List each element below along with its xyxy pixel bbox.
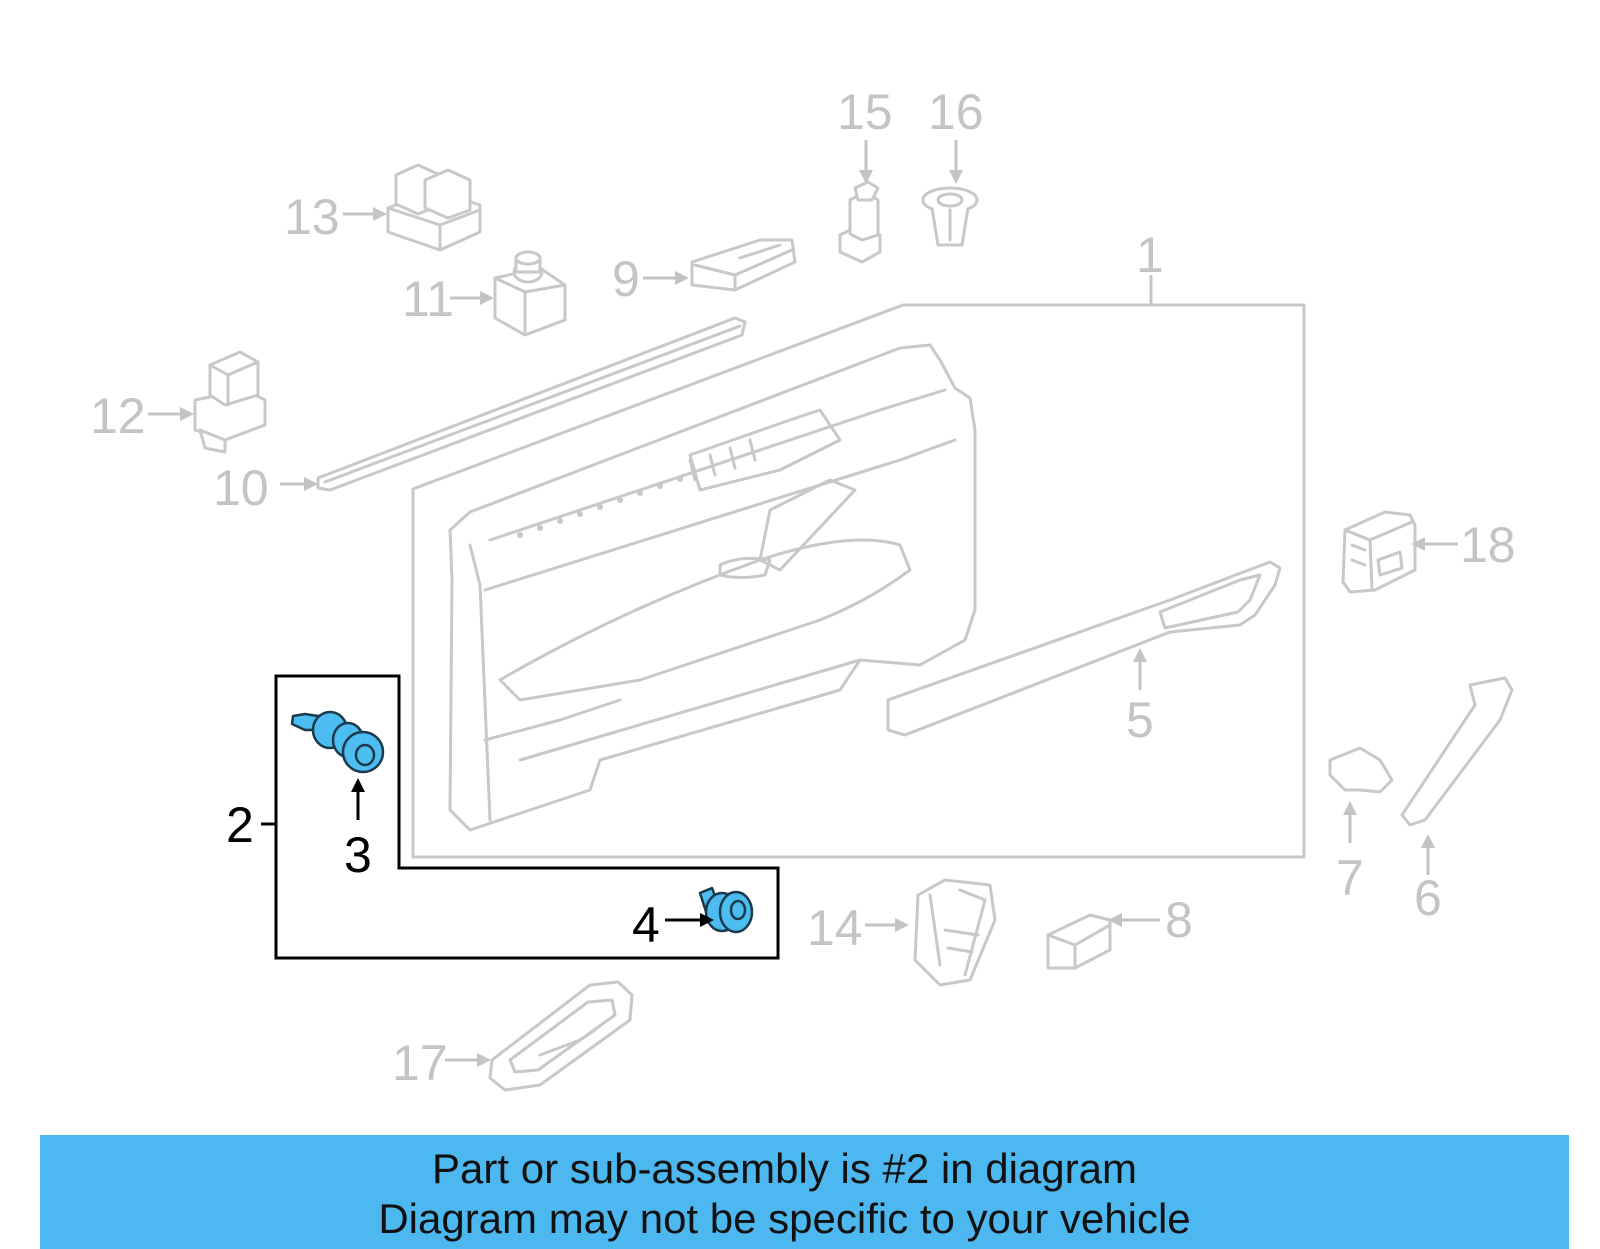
- callout-9[interactable]: 9: [612, 251, 640, 307]
- callout-3[interactable]: 3: [344, 827, 372, 883]
- arrow-4: [700, 913, 714, 927]
- arrow-7: [1343, 801, 1357, 815]
- callout-11[interactable]: 11: [402, 271, 454, 327]
- callout-1[interactable]: 1: [1136, 227, 1164, 283]
- callout-4[interactable]: 4: [632, 897, 660, 953]
- arrow-12: [180, 407, 194, 421]
- info-banner: Part or sub-assembly is #2 in diagram Di…: [40, 1135, 1569, 1249]
- part-8-switch[interactable]: [1046, 913, 1112, 970]
- part-3-retainer-clip[interactable]: [290, 710, 385, 774]
- callout-15[interactable]: 15: [837, 84, 893, 140]
- part-18-control-module[interactable]: [1341, 510, 1417, 594]
- arrow-5: [1133, 648, 1147, 662]
- part-11-mirror-switch[interactable]: [493, 250, 567, 337]
- part-6-pillar-trim[interactable]: [1400, 676, 1514, 827]
- arrow-11: [480, 291, 494, 305]
- callout-14[interactable]: 14: [807, 900, 863, 956]
- part-13-window-switch[interactable]: [386, 163, 482, 252]
- arrow-3: [351, 778, 365, 792]
- callout-10[interactable]: 10: [213, 460, 269, 516]
- arrow-15: [859, 170, 873, 184]
- callout-17[interactable]: 17: [392, 1035, 448, 1091]
- part-1-door-panel[interactable]: [411, 303, 1306, 859]
- callout-2[interactable]: 2: [226, 797, 254, 853]
- part-10-belt-molding[interactable]: [316, 316, 747, 492]
- callout-5[interactable]: 5: [1126, 692, 1154, 748]
- arrow-18: [1411, 537, 1425, 551]
- arrow-8: [1108, 913, 1122, 927]
- part-17-handle-bezel[interactable]: [488, 980, 634, 1092]
- part-2-clip-kit[interactable]: [274, 674, 780, 960]
- part-16-push-clip[interactable]: [921, 186, 979, 247]
- arrow-17: [477, 1053, 491, 1067]
- callout-6[interactable]: 6: [1414, 870, 1442, 926]
- arrow-9: [675, 271, 689, 285]
- callout-7[interactable]: 7: [1336, 850, 1364, 906]
- banner-highlight-text: Part or sub-assembly is #2 in diagram: [432, 1145, 1137, 1192]
- arrow-10: [304, 477, 318, 491]
- callout-16[interactable]: 16: [928, 84, 984, 140]
- callout-13[interactable]: 13: [284, 189, 340, 245]
- part-9-switch-unit[interactable]: [690, 238, 797, 292]
- part-5-armrest-trim[interactable]: [886, 560, 1282, 737]
- part-15-sensor[interactable]: [838, 180, 882, 264]
- part-7-bracket[interactable]: [1328, 746, 1394, 794]
- info-banner-background: [40, 1135, 1569, 1249]
- arrow-6: [1421, 834, 1435, 848]
- arrow-14: [895, 918, 909, 932]
- part-4-push-clip[interactable]: [698, 886, 754, 934]
- arrow-16: [949, 170, 963, 184]
- callout-8[interactable]: 8: [1165, 892, 1193, 948]
- part-14-switch-panel[interactable]: [913, 878, 997, 987]
- callout-18[interactable]: 18: [1460, 517, 1516, 573]
- banner-disclaimer-text: Diagram may not be specific to your vehi…: [378, 1195, 1191, 1242]
- arrow-13: [373, 207, 387, 221]
- part-12-switch[interactable]: [193, 350, 267, 454]
- callout-12[interactable]: 12: [90, 388, 146, 444]
